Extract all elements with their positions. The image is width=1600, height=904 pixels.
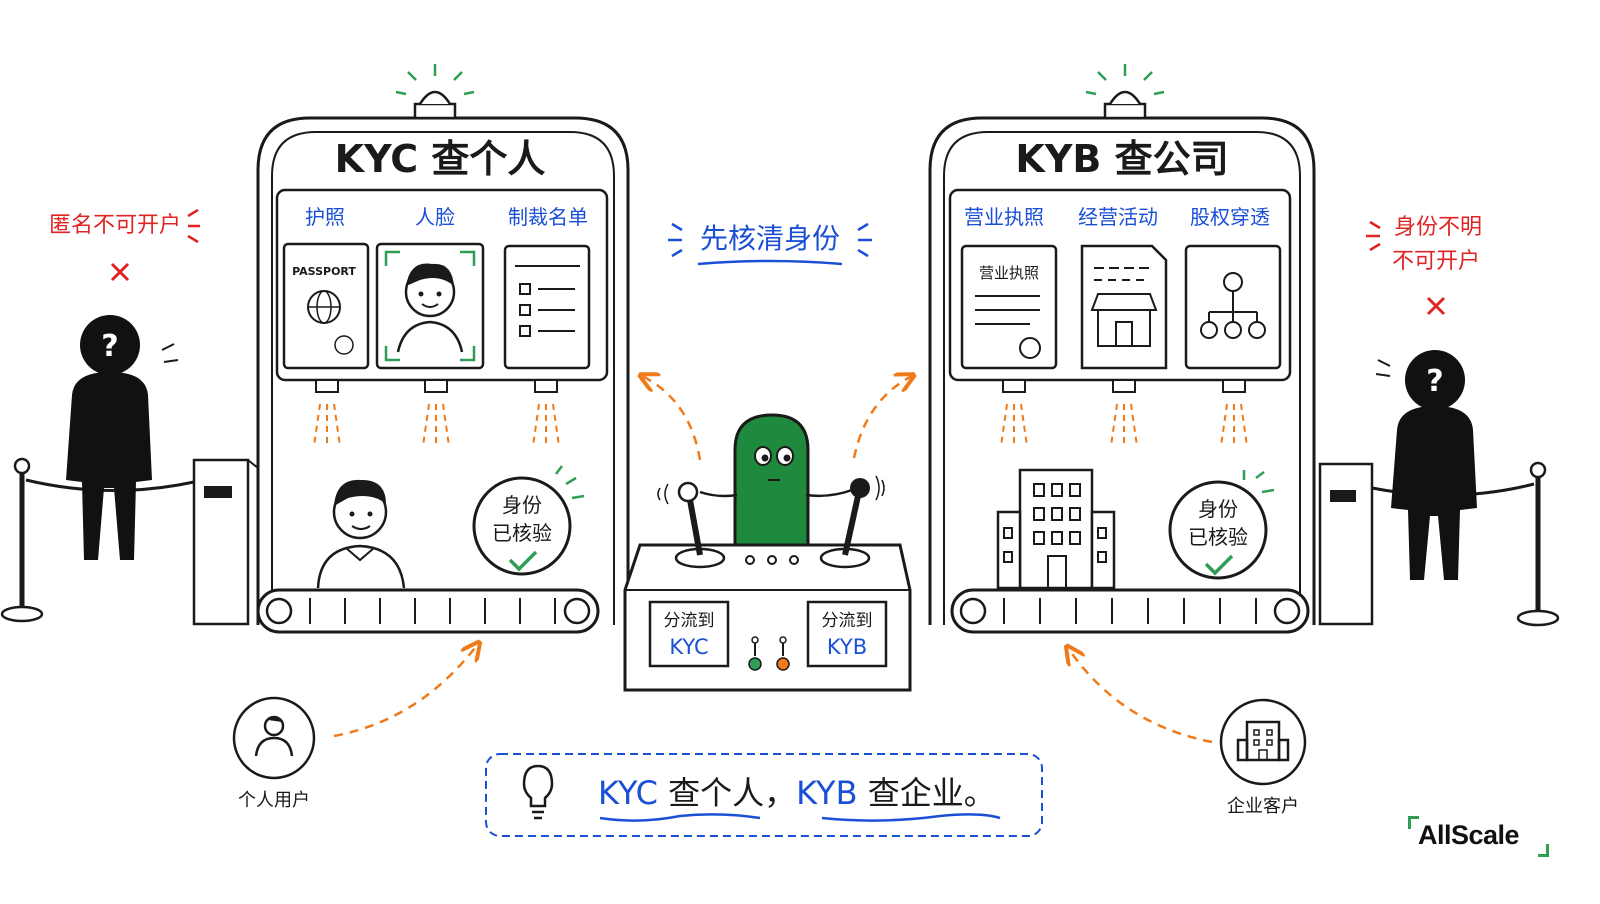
svg-text:分流到: 分流到	[822, 611, 873, 631]
svg-text:已核验: 已核验	[1188, 525, 1248, 549]
svg-text:KYB: KYB	[827, 635, 867, 659]
logo-bracket-right	[1538, 844, 1549, 857]
routing-arrows	[333, 376, 1213, 744]
left-joystick-icon[interactable]	[657, 481, 726, 569]
console-knobs	[745, 555, 799, 565]
ownership-tree-icon	[1184, 244, 1282, 370]
enterprise-customer-badge: 企业客户	[1219, 698, 1307, 817]
kyb-conveyor-belt	[950, 588, 1310, 634]
allscale-logo: AllScale	[1404, 814, 1554, 858]
kyc-verified-stamp: 身份 已核验	[472, 465, 585, 576]
svg-text:身份: 身份	[502, 493, 542, 517]
svg-text:分流到: 分流到	[664, 611, 715, 631]
mascot-character-icon	[699, 413, 853, 547]
person-on-belt-icon	[316, 479, 406, 589]
kyb-scanner-icons	[1000, 379, 1248, 447]
building-on-belt-icon	[996, 468, 1116, 590]
right-warning-text-line1: 身份不明	[1394, 215, 1482, 240]
kyb-panel-label-activity: 经营活动	[1078, 205, 1158, 229]
anonymous-person-right-icon: ?	[1375, 296, 1477, 580]
status-lights	[748, 636, 790, 671]
svg-text:?: ?	[1426, 364, 1443, 399]
route-kyc-button[interactable]: 分流到 KYC	[648, 600, 730, 668]
logo-bracket-left	[1408, 816, 1419, 829]
kyb-gate: KYB 查公司 营业执照 经营活动 股权穿透 营业执照	[928, 64, 1374, 634]
right-warning-text-line2: 不可开户	[1392, 249, 1480, 274]
kyc-scanner-icons	[313, 379, 560, 447]
svg-text:身份: 身份	[1198, 497, 1238, 521]
right-joystick-icon[interactable]	[819, 475, 885, 569]
kyc-beacon-icon	[395, 64, 475, 120]
kyc-panel-label-face: 人脸	[415, 205, 455, 229]
kyc-gate-title: KYC 查个人	[335, 137, 546, 181]
kyb-panel-label-license: 营业执照	[964, 205, 1044, 229]
route-kyb-button[interactable]: 分流到 KYB	[806, 600, 888, 668]
svg-text:PASSPORT: PASSPORT	[292, 265, 356, 278]
passport-icon: PASSPORT	[282, 242, 370, 370]
individual-user-label: 个人用户	[238, 790, 310, 811]
kyb-turnstile-icon	[1318, 462, 1374, 626]
center-banner-text: 先核清身份	[700, 222, 840, 255]
svg-text:营业执照: 营业执照	[979, 264, 1039, 282]
svg-text:KYC: KYC	[669, 635, 708, 659]
svg-text:?: ?	[101, 329, 118, 364]
enterprise-customer-label: 企业客户	[1227, 796, 1299, 817]
kyc-panel-label-passport: 护照	[305, 205, 345, 229]
lightbulb-icon	[522, 764, 554, 820]
face-scan-icon	[375, 242, 485, 370]
kyb-panel-label-ownership: 股权穿透	[1190, 205, 1270, 229]
checklist-icon	[503, 244, 591, 370]
center-banner-decor	[668, 222, 872, 266]
kyc-panel-label-sanctions: 制裁名单	[508, 205, 588, 229]
user-icon	[254, 715, 294, 757]
kyc-turnstile-icon	[192, 458, 259, 626]
business-license-icon: 营业执照	[960, 244, 1058, 370]
kyb-verified-stamp: 身份 已核验	[1168, 470, 1275, 580]
left-rope-barrier	[0, 457, 195, 623]
left-warning-text: 匿名不可开户	[49, 213, 181, 238]
brand-name: AllScale	[1418, 820, 1520, 850]
right-warning-marks	[1366, 220, 1381, 252]
building-icon	[1236, 720, 1290, 762]
storefront-icon	[1080, 244, 1168, 370]
kyb-beacon-icon	[1085, 64, 1165, 120]
summary-box: KYC 查个人，KYB 查企业。	[485, 753, 1043, 837]
kyb-gate-title: KYB 查公司	[1015, 137, 1228, 181]
left-warning-marks	[187, 208, 200, 244]
summary-text: KYC 查个人，KYB 查企业。	[598, 774, 996, 812]
kyc-gate: KYC 查个人 护照 人脸 制裁名单 PASSPORT	[192, 64, 630, 634]
kyc-conveyor-belt	[256, 588, 600, 634]
individual-user-badge: 个人用户	[232, 696, 316, 811]
anonymous-person-left-icon: ?	[66, 262, 179, 560]
routing-console: 分流到 KYC 分流到 KYB	[623, 475, 912, 692]
svg-text:已核验: 已核验	[492, 521, 552, 545]
